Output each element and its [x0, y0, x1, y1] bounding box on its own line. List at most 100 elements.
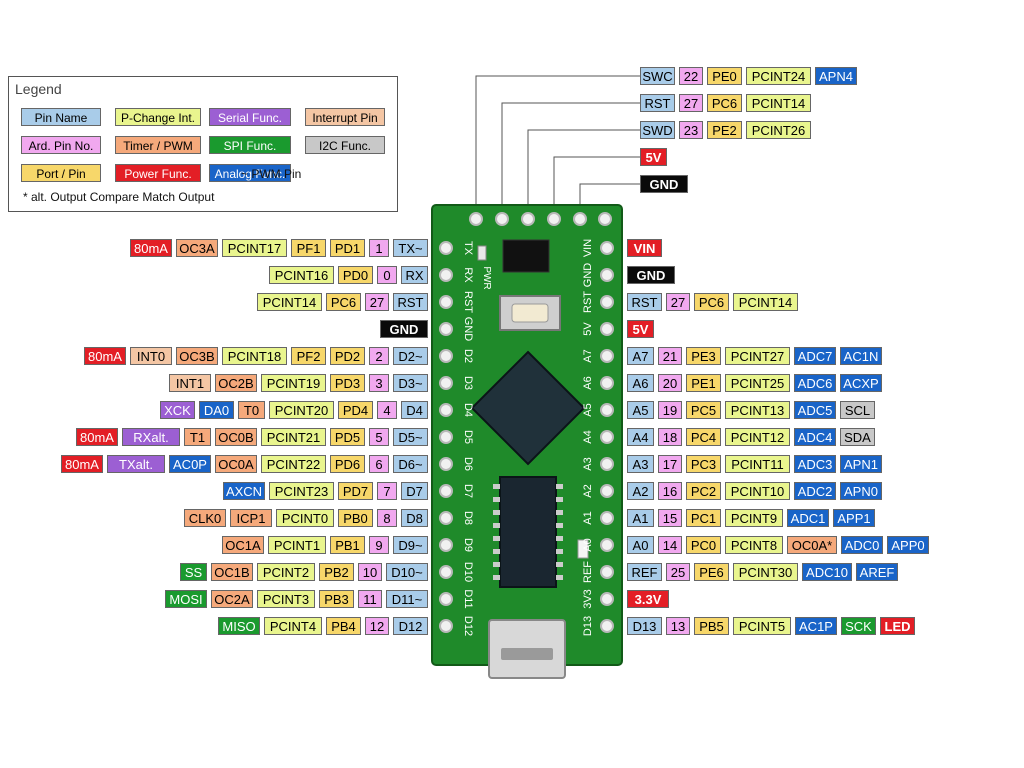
right-pin-label: PE3: [686, 347, 721, 365]
right-pin-label: REF: [627, 563, 662, 581]
pin-hole: [439, 268, 453, 282]
pwr-led: [477, 245, 487, 261]
led: [577, 539, 589, 559]
chip-pin: [493, 549, 500, 554]
right-pin-label: D13: [627, 617, 662, 635]
silkscreen-left: D10: [462, 562, 474, 582]
pin-hole: [439, 457, 453, 471]
chip-pin: [493, 536, 500, 541]
left-pin-label: PB0: [338, 509, 373, 527]
right-pin-label: PCINT9: [725, 509, 783, 527]
silkscreen-right: D13: [582, 616, 594, 636]
top-pin-label: GND: [640, 175, 688, 193]
left-pin-label: PCINT18: [222, 347, 287, 365]
pin-hole: [439, 511, 453, 525]
right-pin-label: PCINT8: [725, 536, 783, 554]
left-pin-label: 4: [377, 401, 397, 419]
pin-hole: [600, 430, 614, 444]
pin-hole: [439, 430, 453, 444]
right-pin-label: AC1P: [795, 617, 837, 635]
chip-pin: [556, 484, 563, 489]
silkscreen-left: D12: [462, 616, 474, 636]
right-pin-label: PC2: [686, 482, 721, 500]
silkscreen-left: D9: [462, 538, 474, 552]
right-pin-label: AREF: [856, 563, 898, 581]
left-pin-label: PB2: [319, 563, 354, 581]
right-pin-label: 18: [658, 428, 682, 446]
silkscreen-right: A1: [582, 511, 594, 524]
silkscreen-left: RX: [462, 267, 474, 283]
legend-swatch: I2C Func.: [305, 136, 385, 154]
right-pin-label: SCK: [841, 617, 876, 635]
right-pin-label: 3.3V: [627, 590, 669, 608]
silkscreen-right: GND: [582, 263, 594, 288]
left-pin-label: PD4: [338, 401, 373, 419]
left-pin-label: OC3B: [176, 347, 218, 365]
left-pin-label: D5~: [393, 428, 428, 446]
legend-swatch: P-Change Int.: [115, 108, 201, 126]
silkscreen-pwr: PWR: [481, 266, 492, 289]
left-pin-label: MOSI: [165, 590, 207, 608]
left-pin-label: PCINT16: [269, 266, 334, 284]
left-pin-label: GND: [380, 320, 428, 338]
left-pin-label: 1: [369, 239, 389, 257]
pin-hole: [439, 619, 453, 633]
left-pin-label: OC3A: [176, 239, 218, 257]
left-pin-label: D12: [393, 617, 428, 635]
silkscreen-left: D7: [462, 484, 474, 498]
leader-line: [501, 102, 640, 212]
legend-swatch: Interrupt Pin: [305, 108, 385, 126]
left-pin-label: TX~: [393, 239, 428, 257]
top-pin-label: 22: [679, 67, 703, 85]
silkscreen-left: D4: [462, 403, 474, 417]
pin-hole: [573, 212, 587, 226]
right-pin-label: A0: [627, 536, 654, 554]
left-pin-label: MISO: [218, 617, 260, 635]
left-pin-label: PCINT21: [261, 428, 326, 446]
legend-swatch: SPI Func.: [209, 136, 291, 154]
right-pin-label: 15: [658, 509, 682, 527]
pin-hole: [600, 457, 614, 471]
pin-hole: [439, 376, 453, 390]
left-pin-label: 80mA: [130, 239, 172, 257]
silkscreen-right: 3V3: [582, 589, 594, 609]
right-pin-label: 27: [666, 293, 690, 311]
top-pin-label: 23: [679, 121, 703, 139]
left-pin-label: 2: [369, 347, 389, 365]
top-pin-label: 5V: [640, 148, 667, 166]
right-pin-label: APN1: [840, 455, 882, 473]
left-pin-label: 8: [377, 509, 397, 527]
pin-hole: [600, 349, 614, 363]
chip-pin: [556, 510, 563, 515]
chip-pin: [556, 575, 563, 580]
pin-hole: [439, 484, 453, 498]
right-pin-label: A5: [627, 401, 654, 419]
left-pin-label: D8: [401, 509, 428, 527]
left-pin-label: XCK: [160, 401, 195, 419]
right-pin-label: ADC6: [794, 374, 836, 392]
right-pin-label: PCINT14: [733, 293, 798, 311]
right-pin-label: ADC0: [841, 536, 883, 554]
pin-hole: [600, 376, 614, 390]
left-pin-label: OC0B: [215, 428, 257, 446]
left-pin-label: PF1: [291, 239, 326, 257]
right-pin-label: APN0: [840, 482, 882, 500]
right-pin-label: SCL: [840, 401, 875, 419]
left-pin-label: DA0: [199, 401, 234, 419]
chip-pin: [556, 497, 563, 502]
leader-line: [475, 75, 640, 212]
left-pin-label: PCINT23: [269, 482, 334, 500]
pin-hole: [598, 212, 612, 226]
right-pin-label: PE6: [694, 563, 729, 581]
right-pin-label: 20: [658, 374, 682, 392]
left-pin-label: T0: [238, 401, 265, 419]
pin-hole: [600, 403, 614, 417]
right-pin-label: PC1: [686, 509, 721, 527]
left-pin-label: INT0: [130, 347, 172, 365]
top-pin-label: SWC: [640, 67, 675, 85]
left-pin-label: PD7: [338, 482, 373, 500]
silkscreen-right: A3: [582, 457, 594, 470]
left-pin-label: PCINT2: [257, 563, 315, 581]
left-pin-label: PD1: [330, 239, 365, 257]
right-pin-label: PCINT5: [733, 617, 791, 635]
